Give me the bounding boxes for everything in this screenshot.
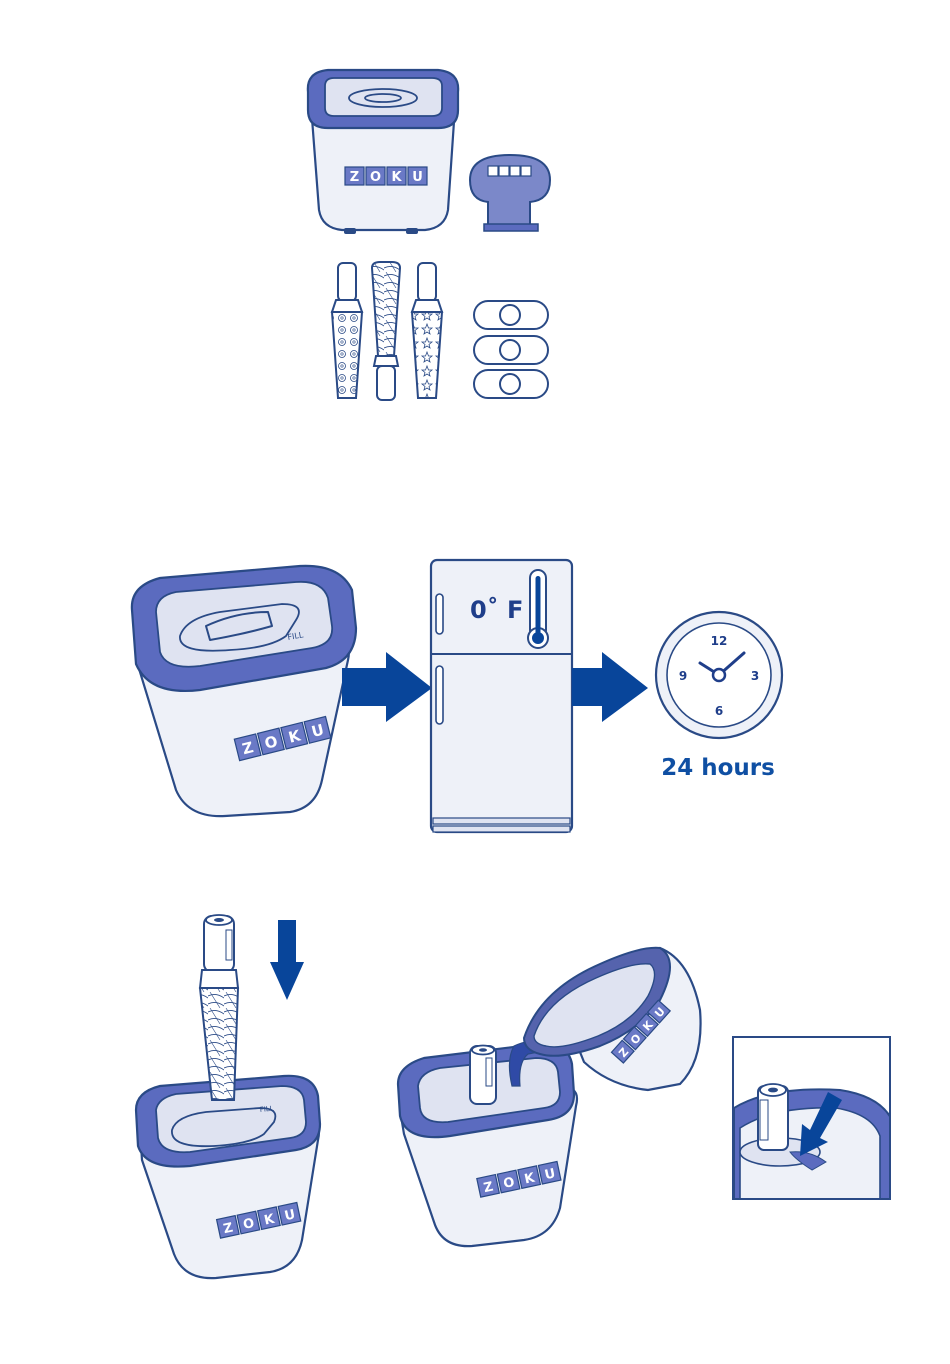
svg-text:FILL: FILL xyxy=(259,1105,274,1114)
thermometer-icon xyxy=(528,570,548,648)
svg-text:K: K xyxy=(391,170,402,185)
svg-text:Z: Z xyxy=(350,170,359,185)
arrow-right-icon xyxy=(572,652,648,722)
pop-stick-icon xyxy=(332,263,362,398)
fill-line-detail-inset xyxy=(733,1037,892,1200)
svg-text:U: U xyxy=(412,170,423,185)
step2-freeze: FILL Z O K U 0˚ F xyxy=(132,560,782,832)
clock-icon: 12 3 6 9 xyxy=(656,612,782,738)
arrow-right-icon xyxy=(342,652,432,722)
drip-guard-icon xyxy=(474,301,548,329)
step3-insert-stick: FILL Z O K U xyxy=(136,915,320,1278)
freezer-icon: 0˚ F xyxy=(431,560,572,832)
svg-text:O: O xyxy=(370,170,381,185)
svg-text:9: 9 xyxy=(679,669,687,683)
svg-text:6: 6 xyxy=(715,704,723,718)
svg-text:3: 3 xyxy=(751,669,759,683)
pop-stick-icon xyxy=(200,915,238,1100)
pop-stick-icon xyxy=(372,262,400,400)
svg-text:12: 12 xyxy=(711,634,728,648)
step1-contents: Z O K U xyxy=(308,70,550,400)
drip-guard-icon xyxy=(474,336,548,364)
freeze-time-label: 24 hours xyxy=(661,755,775,781)
zoku-logo xyxy=(488,166,531,176)
quick-pop-maker-icon: FILL Z O K U xyxy=(132,566,356,816)
arrow-down-icon xyxy=(270,920,304,1000)
pop-stick-icon xyxy=(412,263,442,398)
step4-pour: Z O K U Z O K xyxy=(398,948,701,1246)
svg-text:0˚ F: 0˚ F xyxy=(470,596,523,624)
quick-pop-maker-icon: FILL Z O K U xyxy=(136,1076,320,1278)
super-tool-icon xyxy=(470,155,550,231)
pop-stick-icon xyxy=(470,1046,496,1105)
quick-pop-maker-icon: Z O K U xyxy=(308,70,458,234)
drip-guard-icon xyxy=(474,370,548,398)
